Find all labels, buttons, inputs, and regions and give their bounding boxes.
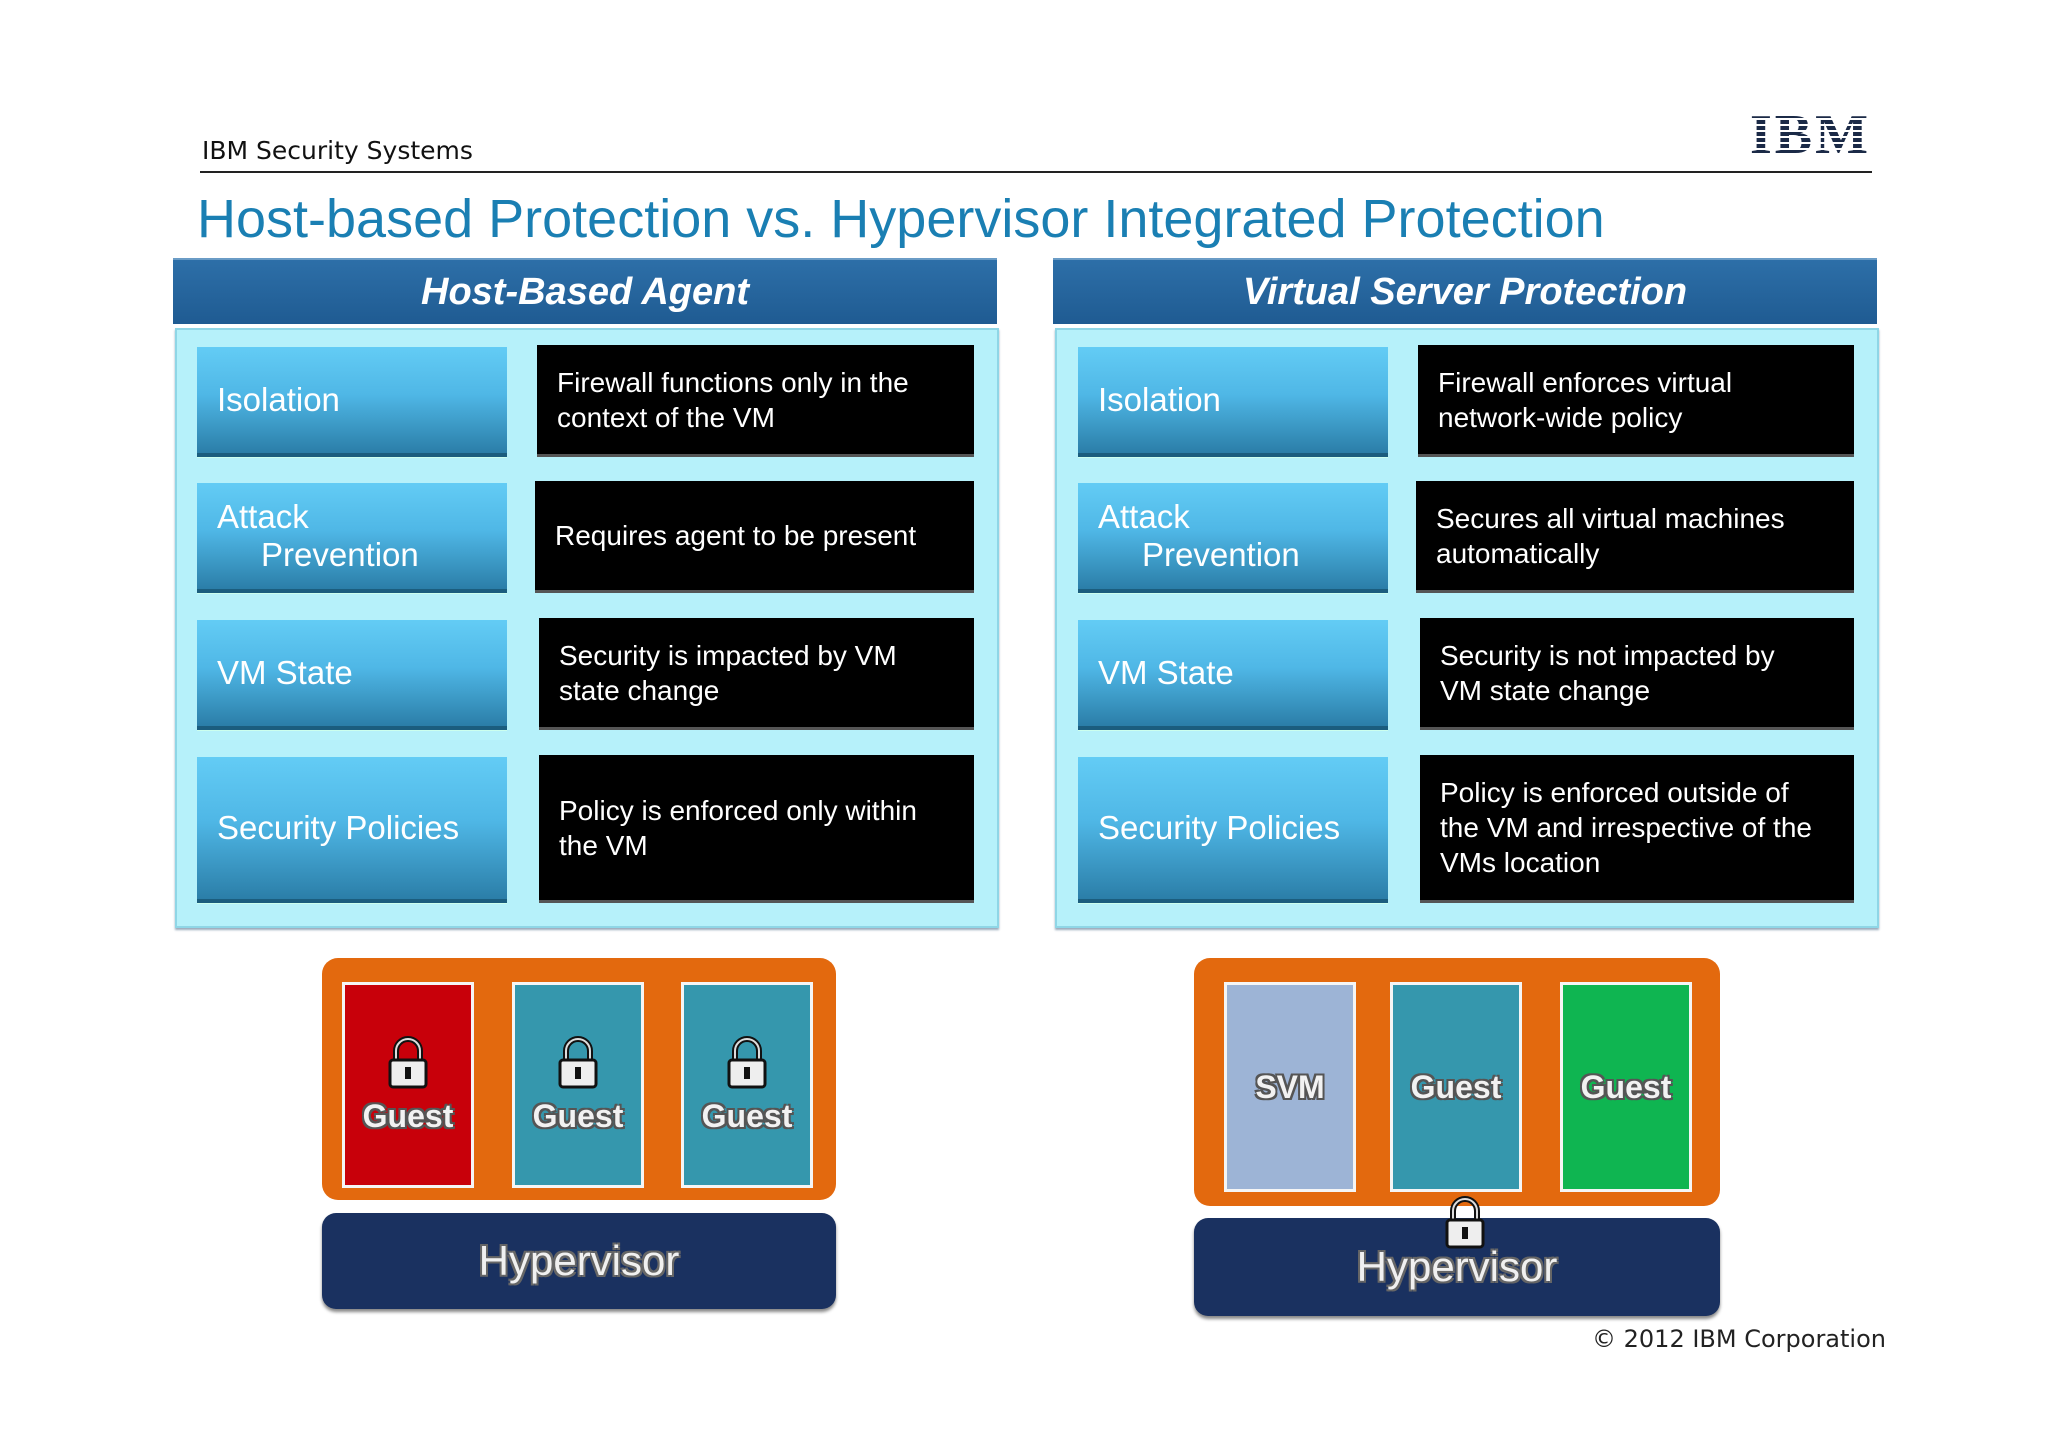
- row-desc-text: Policy is enforced only within the VM: [559, 794, 917, 861]
- row-desc: Policy is enforced outside of the VM and…: [1420, 755, 1854, 903]
- row-desc-text: Secures all virtual machines automatical…: [1436, 502, 1785, 569]
- copyright: © 2012 IBM Corporation: [1592, 1325, 1886, 1353]
- row-label-text: Attack: [217, 498, 309, 535]
- vm-label: Guest: [362, 1097, 454, 1134]
- ibm-logo: IBM: [1750, 104, 1870, 166]
- row-desc: Firewall functions only in the context o…: [537, 345, 974, 457]
- lock-icon: [385, 1035, 431, 1098]
- vm-guest: Guest: [512, 982, 644, 1188]
- vm-guest: Guest: [1390, 982, 1522, 1192]
- vm-label: Guest: [1580, 1068, 1672, 1105]
- row-desc-text: Firewall enforces virtual network-wide p…: [1438, 366, 1733, 433]
- row-desc: Secures all virtual machines automatical…: [1416, 481, 1854, 593]
- row-desc-text: Requires agent to be present: [555, 520, 917, 551]
- row-label-text: Isolation: [1098, 381, 1221, 418]
- row-desc: Policy is enforced only within the VM: [539, 755, 974, 903]
- row-label-attack-prevention: Attack Prevention: [197, 483, 507, 593]
- vm-row-virtual-server: SVM Guest Guest: [1194, 958, 1720, 1206]
- row-label-isolation: Isolation: [1078, 347, 1388, 457]
- row-label-vm-state: VM State: [1078, 620, 1388, 730]
- panel-heading-host-based: Host-Based Agent: [173, 258, 997, 324]
- row-label-attack-prevention: Attack Prevention: [1078, 483, 1388, 593]
- lock-icon: [555, 1035, 601, 1098]
- hypervisor-block: Hypervisor: [322, 1213, 836, 1309]
- row-label-security-policies: Security Policies: [197, 757, 507, 903]
- row-label-text: VM State: [1098, 654, 1234, 691]
- row-desc-text: Firewall functions only in the context o…: [557, 366, 909, 433]
- vm-guest: Guest: [681, 982, 813, 1188]
- vm-label: Guest: [532, 1097, 624, 1134]
- row-desc-text: Policy is enforced outside of the VM and…: [1440, 777, 1812, 878]
- header-rule: [200, 171, 1872, 173]
- lock-icon: [1442, 1196, 1488, 1255]
- vm-label: SVM: [1255, 1068, 1325, 1105]
- row-desc: Requires agent to be present: [535, 481, 974, 593]
- row-desc: Firewall enforces virtual network-wide p…: [1418, 345, 1854, 457]
- row-desc-text: Security is not impacted by VM state cha…: [1440, 639, 1775, 706]
- company-name: IBM Security Systems: [202, 136, 473, 165]
- row-label-security-policies: Security Policies: [1078, 757, 1388, 903]
- row-label-text: Security Policies: [217, 809, 460, 846]
- vm-svm: SVM: [1224, 982, 1356, 1192]
- row-label-text: Isolation: [217, 381, 340, 418]
- page-title: Host-based Protection vs. Hypervisor Int…: [197, 189, 1605, 249]
- vm-label: Guest: [701, 1097, 793, 1134]
- svg-text:IBM: IBM: [1750, 108, 1868, 158]
- lock-icon: [724, 1035, 770, 1098]
- row-label-text: Security Policies: [1098, 809, 1341, 846]
- row-label-text: Attack: [1098, 498, 1190, 535]
- row-desc: Security is not impacted by VM state cha…: [1420, 618, 1854, 730]
- vm-guest: Guest: [342, 982, 474, 1188]
- row-label-vm-state: VM State: [197, 620, 507, 730]
- row-desc: Security is impacted by VM state change: [539, 618, 974, 730]
- row-desc-text: Security is impacted by VM state change: [559, 639, 897, 706]
- row-label-text-line2: Prevention: [261, 536, 419, 573]
- row-label-text-line2: Prevention: [1142, 536, 1300, 573]
- vm-guest: Guest: [1560, 982, 1692, 1192]
- vm-label: Guest: [1410, 1068, 1502, 1105]
- panel-heading-virtual-server: Virtual Server Protection: [1053, 258, 1877, 324]
- vm-row-host-based: Guest Guest Guest: [322, 958, 836, 1200]
- row-label-isolation: Isolation: [197, 347, 507, 457]
- row-label-text: VM State: [217, 654, 353, 691]
